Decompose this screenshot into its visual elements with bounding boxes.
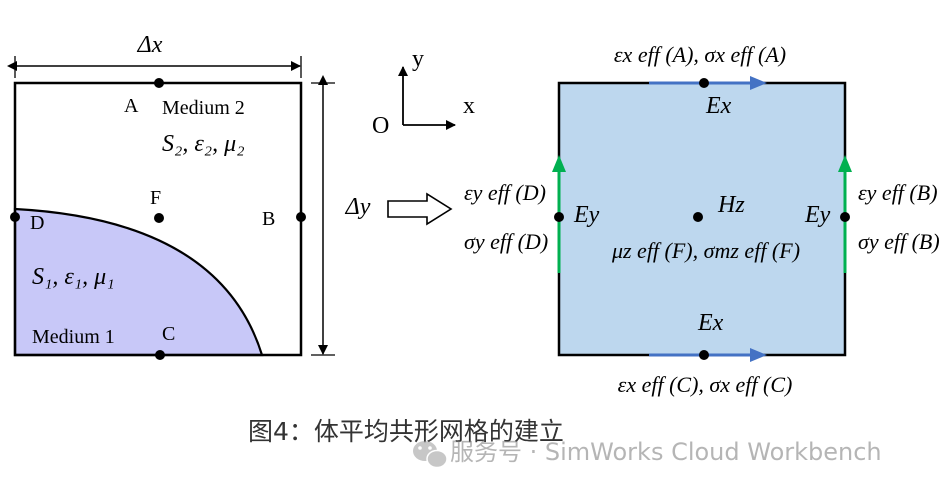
point-F-label: F	[150, 187, 161, 209]
hz-text: Hz	[717, 192, 745, 218]
top-eff-label: εx eff (A), σx eff (A)	[614, 42, 786, 67]
ey-left-text: Ey	[573, 202, 600, 228]
right-eps-label: εy eff (B)	[858, 180, 938, 205]
dy-label: Δy	[345, 194, 371, 220]
bottom-edge-arrowhead	[750, 348, 767, 362]
right-edge-arrowhead	[838, 155, 852, 172]
node-D-dot	[554, 212, 564, 222]
right-sig-label: σy eff (B)	[858, 229, 940, 254]
axis-origin-label: O	[372, 113, 389, 139]
node-C-dot	[699, 350, 709, 360]
point-B-label: B	[262, 208, 275, 230]
left-edge-arrowhead	[552, 155, 566, 172]
dx-label: Δx	[137, 32, 163, 58]
medium2-label: Medium 2	[162, 97, 245, 119]
node-F-dot	[693, 212, 703, 222]
node-B-dot	[840, 212, 850, 222]
right-hollow-arrow-icon	[387, 192, 453, 226]
ex-top-text: Ex	[705, 93, 732, 119]
medium1-region	[13, 207, 264, 357]
figure-caption: 图4：体平均共形网格的建立	[248, 417, 564, 446]
point-D-label: D	[30, 212, 44, 234]
ey-left-label: Ey	[573, 202, 600, 228]
ey-right-label: Ey	[804, 202, 831, 228]
top-edge-arrowhead	[750, 76, 767, 90]
point-C-dot	[155, 350, 165, 360]
hz-label: Hz	[717, 192, 745, 218]
point-F-dot	[154, 213, 164, 223]
axis-y-label: y	[412, 46, 424, 72]
ex-bottom-label: Ex	[697, 310, 724, 336]
point-D-dot	[10, 212, 20, 222]
bottom-eff-label: εx eff (C), σx eff (C)	[618, 372, 793, 397]
left-cell: Δx Δy A B C D F Medium 2 S₂, ε₂, μ₂ S₁, …	[7, 32, 371, 360]
medium1-params: S₁, ε₁, μ₁	[32, 264, 115, 290]
node-A-dot	[699, 78, 709, 88]
watermark: 服务号 · SimWorks Cloud Workbench	[413, 438, 882, 469]
ex-top-label: Ex	[705, 93, 732, 119]
left-eps-label: εy eff (D)	[464, 180, 546, 205]
right-cell: Ex Ex Ey Ey Hz εx eff (A), σx eff (A) εx…	[464, 42, 940, 397]
left-sig-label: σy eff (D)	[464, 229, 548, 254]
medium2-params: S₂, ε₂, μ₂	[162, 131, 245, 157]
wechat-icon	[413, 441, 448, 469]
watermark-text: 服务号 · SimWorks Cloud Workbench	[450, 438, 882, 466]
ex-bottom-text: Ex	[697, 310, 724, 336]
coordinate-axes: y x O	[372, 46, 475, 139]
axis-x-label: x	[463, 93, 475, 119]
center-eff-label: μz eff (F), σmz eff (F)	[611, 238, 800, 263]
point-C-label: C	[162, 323, 175, 345]
ey-right-text: Ey	[804, 202, 831, 228]
point-A-dot	[154, 78, 164, 88]
medium1-label: Medium 1	[32, 326, 115, 348]
point-A-label: A	[124, 95, 139, 117]
point-B-dot	[296, 212, 306, 222]
